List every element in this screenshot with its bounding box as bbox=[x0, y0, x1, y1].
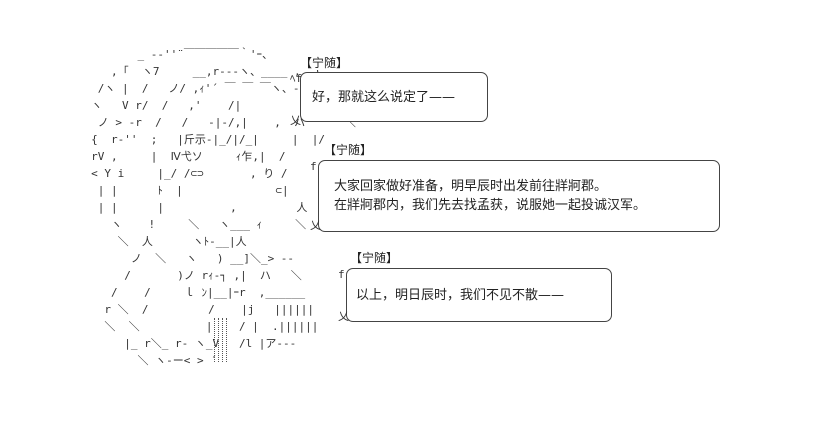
dotted-column-3 bbox=[222, 318, 223, 362]
dotted-column-1 bbox=[214, 318, 215, 362]
bubble-tail: f bbox=[338, 268, 345, 281]
ascii-art-line: ノ > -r / / -|-/,| , ハ ＼ bbox=[58, 116, 356, 129]
bubble-tail: 乂 bbox=[290, 114, 301, 127]
ascii-art-line: rV , | Ⅳ弋ソ ｨ乍,| / bbox=[58, 150, 286, 163]
dialogue-text-line: 大家回家做好准备，明早辰时出发前往牂牁郡。 bbox=[334, 179, 608, 194]
bubble-tail: f bbox=[310, 160, 317, 173]
bubble-frame bbox=[318, 160, 720, 232]
dialogue-text-line: 在牂牁郡内，我们先去找孟获，说服她一起投诚汉军。 bbox=[334, 198, 647, 213]
ascii-art-line: ,「 ヽ7 __,r‐‐-ヽ、____ ,_,) bbox=[58, 65, 321, 78]
ascii-art-line: _ -‐''¨￣￣￣￣￣｀'ｰ、 bbox=[58, 48, 273, 61]
ascii-art-line: ＼ ＼ | / | .|||||| bbox=[58, 320, 319, 333]
bubble-frame bbox=[346, 268, 612, 322]
ascii-art-line: ＼ 人 ヽﾄ‐__|人 bbox=[58, 235, 247, 248]
ascii-art-line: ＼ ヽ‐ー< > ´ bbox=[58, 354, 217, 367]
ascii-art-line: / / ｌ ﾝ|__|ｰr ,______ bbox=[58, 286, 306, 299]
ascii-art-line: |_ r＼_ r‐ ヽ_V /l |ア‐‐‐ bbox=[58, 337, 297, 350]
bubble-tail: 乂 bbox=[338, 310, 349, 323]
ascii-art-line: < Y i |_/ /⊂⊃ , り / bbox=[58, 167, 288, 180]
bubble-tail: ﾍf bbox=[290, 72, 303, 85]
dotted-column-2 bbox=[218, 318, 219, 362]
speaker-name: 【宁随】 bbox=[322, 143, 375, 157]
speaker-name: 【宁随】 bbox=[348, 251, 401, 265]
dialogue-text-line: 以上，明日辰时，我们不见不散—— bbox=[356, 288, 565, 303]
ascii-art-line: r ＼ / / |j |||||| bbox=[58, 303, 315, 316]
ascii-art-line: | | | , 人 bbox=[58, 201, 308, 214]
speaker-name: 【宁随】 bbox=[298, 56, 351, 70]
dotted-column-4 bbox=[226, 318, 227, 362]
ascii-art-line: { r‐'' ; |斤示‐|_/|/_| | |/ bbox=[58, 133, 326, 146]
bubble-tail: 乂 bbox=[310, 219, 321, 232]
ascii-art-line: ヽ ! ＼ ヽ___ ｨ ＼ bbox=[58, 218, 307, 231]
ascii-art-line: ヽ V r/ / ,' /| bbox=[58, 99, 242, 112]
ascii-art-line: | | ﾄ | ⊂| bbox=[58, 184, 289, 197]
ascii-art-line: / )ノ rｨ‐┐ ,| ハ ＼ bbox=[58, 269, 302, 282]
ascii-art-line: ノ ＼ ヽ ) __]＼_> ‐‐ bbox=[58, 252, 295, 265]
dialogue-text-line: 好，那就这么说定了—— bbox=[312, 90, 456, 105]
bubble-frame bbox=[300, 72, 488, 122]
